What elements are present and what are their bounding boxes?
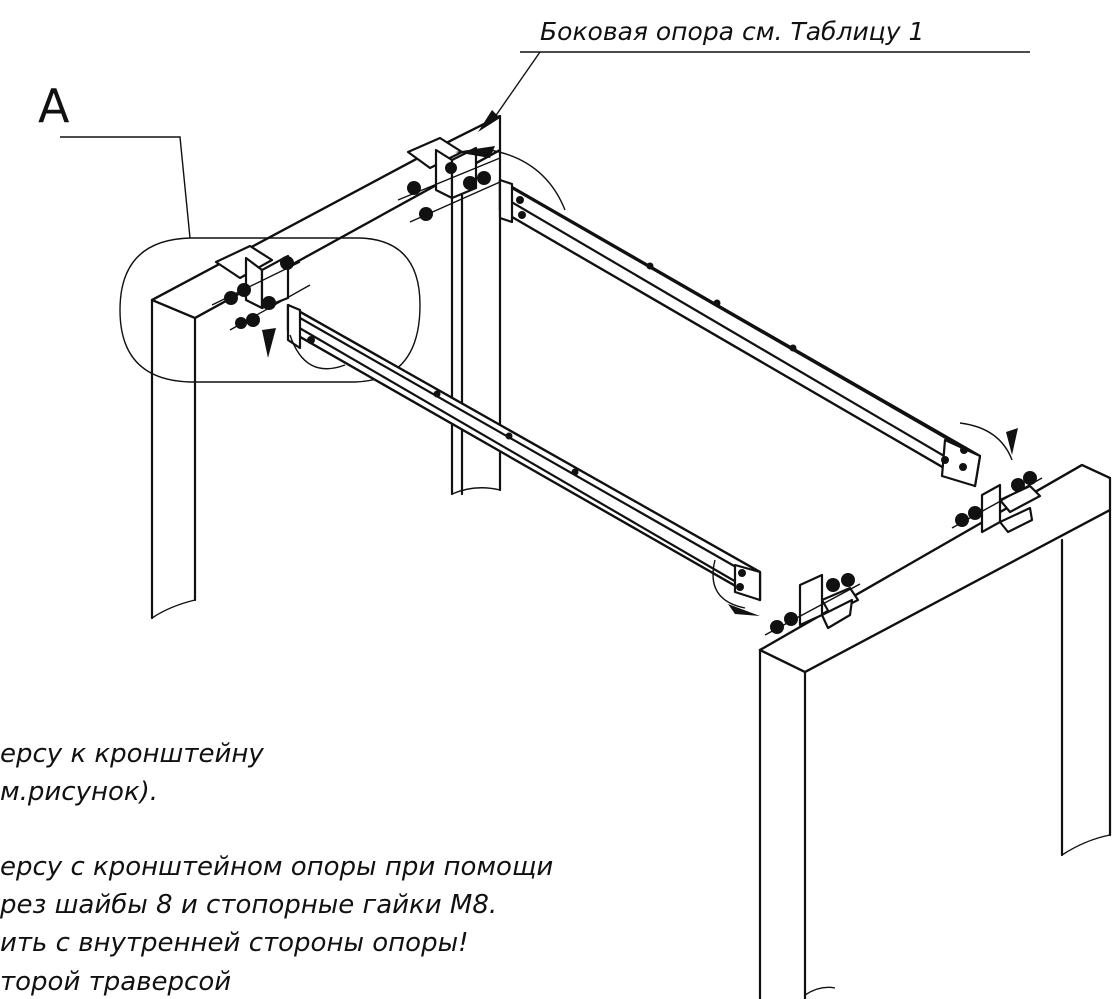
instruction-text: ерсу к кронштейну м.рисунок). ерсу с кро… <box>0 739 553 997</box>
side-support-label: Боковая опора см. Таблицу 1 <box>540 17 924 46</box>
bracket-right-rear <box>951 471 1043 534</box>
right-leg-frame <box>758 463 1112 999</box>
instruction-line-5: ить с внутренней стороны опоры! <box>0 928 469 958</box>
crossbar-front <box>286 303 762 602</box>
instruction-line-3: ерсу с кронштейном опоры при помощи <box>0 852 553 882</box>
detail-a-outline <box>60 136 421 383</box>
instruction-line-2: м.рисунок). <box>0 777 158 807</box>
rotation-arrows <box>262 146 1018 616</box>
instruction-line-6: торой траверсой <box>0 967 231 997</box>
bracket-left-front <box>211 244 311 331</box>
side-support-callout: Боковая опора см. Таблицу 1 <box>478 17 1030 132</box>
instruction-line-1: ерсу к кронштейну <box>0 739 264 769</box>
instruction-line-4: рез шайбы 8 и стопорные гайки М8. <box>0 890 497 920</box>
bracket-right-front <box>764 573 861 636</box>
crossbar-rear <box>498 178 982 488</box>
bracket-left-rear <box>397 136 501 223</box>
detail-a-label: А <box>38 79 70 133</box>
